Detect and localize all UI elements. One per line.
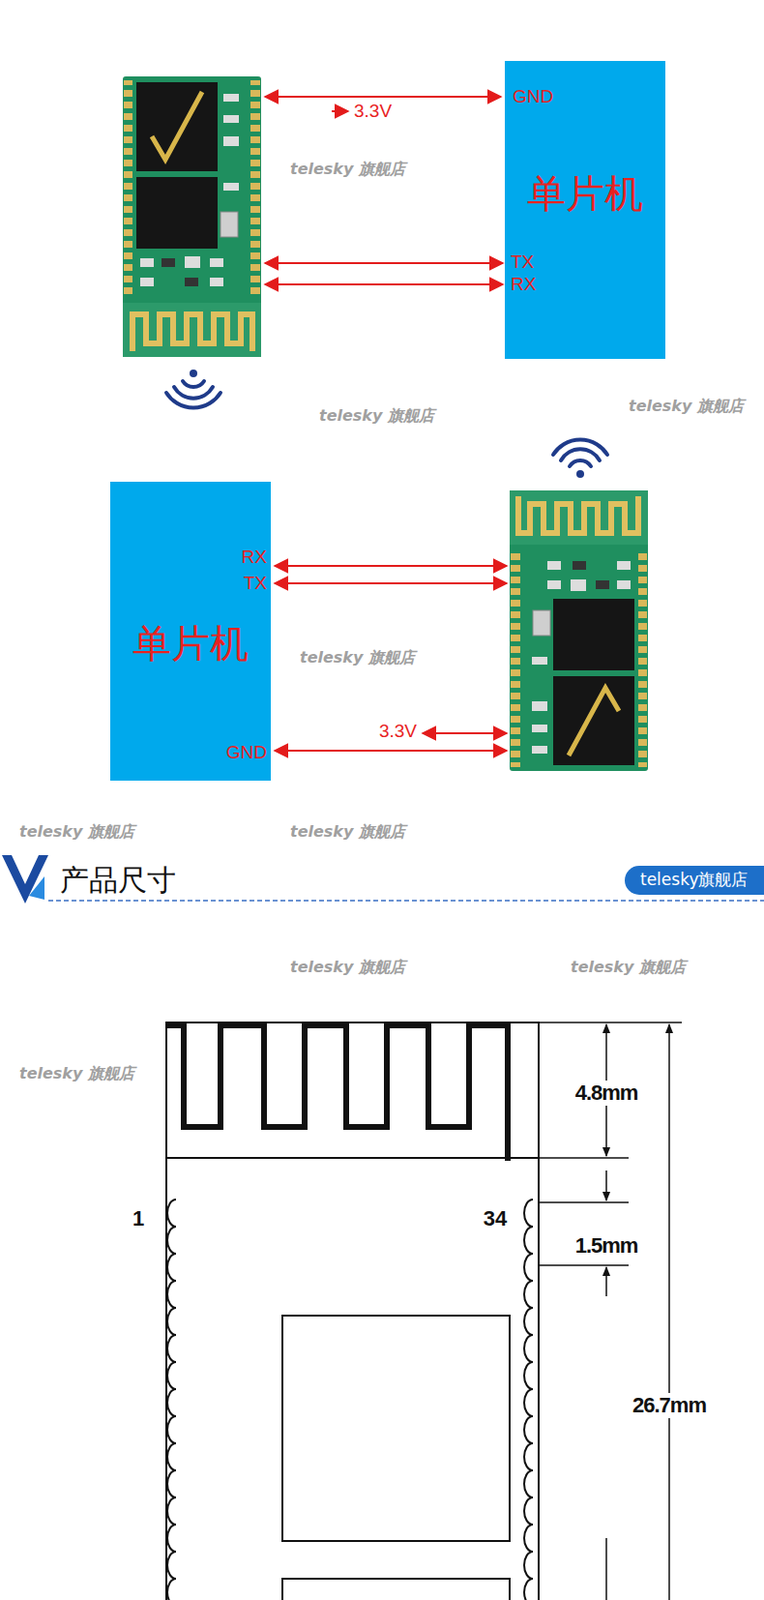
bluetooth-module	[509, 490, 648, 771]
voltage-label: 3.3V	[353, 100, 392, 122]
pin-name: GND	[226, 741, 267, 764]
watermark: telesky 旗舰店	[19, 822, 135, 841]
store-badge: telesky旗舰店	[624, 865, 764, 895]
dimension: 26.7mm	[629, 1392, 709, 1417]
node-text: telesky旗舰店	[640, 870, 748, 890]
watermark: telesky 旗舰店	[19, 1064, 135, 1083]
pin-name: TX	[510, 251, 534, 273]
pin-number: 1	[132, 1205, 145, 1231]
pin-number: 34	[483, 1205, 507, 1231]
node-text: 单片机	[132, 620, 249, 666]
bluetooth-module	[122, 76, 262, 357]
pin-name: RX	[510, 273, 536, 295]
section-title: 产品尺寸	[59, 863, 177, 898]
dimension: 1.5mm	[572, 1233, 642, 1258]
pin-name: GND	[512, 86, 554, 108]
voltage-label: 3.3V	[379, 720, 417, 742]
watermark: telesky 旗舰店	[319, 407, 435, 425]
module-outline	[166, 1022, 539, 1600]
node-text: 单片机	[527, 171, 644, 216]
watermark: telesky 旗舰店	[299, 648, 415, 667]
pin-name: RX	[241, 546, 267, 568]
dimension-lines	[538, 1022, 682, 1600]
watermark: telesky 旗舰店	[290, 160, 406, 178]
mcu-box: 单片机	[110, 481, 271, 781]
watermark: telesky 旗舰店	[290, 958, 406, 976]
watermark: telesky 旗舰店	[628, 397, 744, 415]
wireless-icon	[166, 369, 221, 409]
wireless-icon	[553, 439, 608, 478]
watermark: telesky 旗舰店	[290, 822, 406, 841]
watermark: telesky 旗舰店	[570, 958, 686, 976]
dimension: 4.8mm	[572, 1080, 642, 1105]
pin-name: TX	[243, 572, 267, 594]
